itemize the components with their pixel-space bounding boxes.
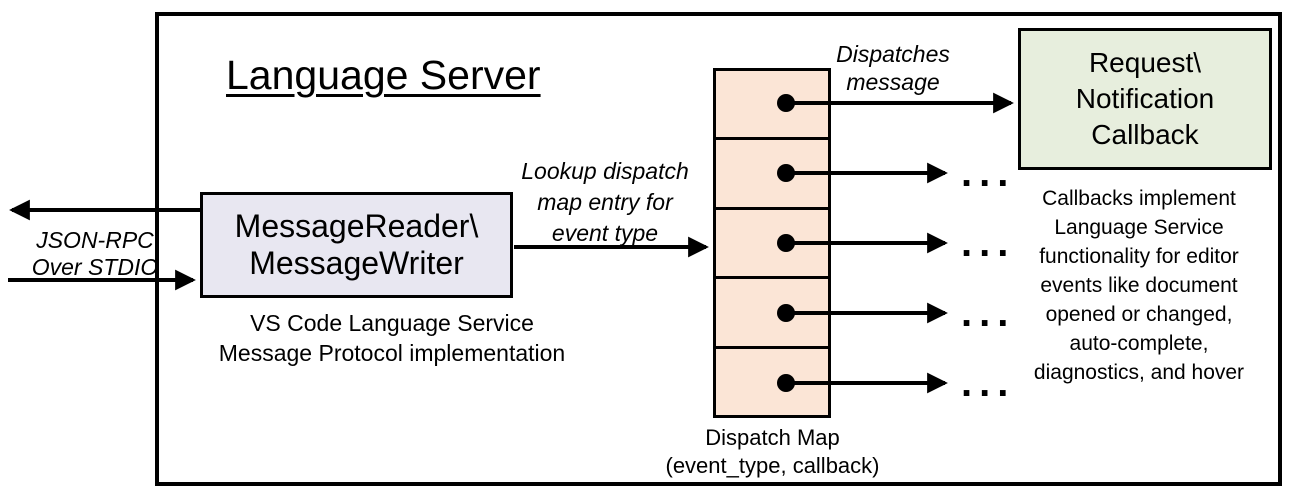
diagram-title: Language Server [226,52,541,98]
lookup-dispatch-label: Lookup dispatch map entry for event type [521,158,689,246]
request-notification-callback-box: Request\ Notification Callback [1018,28,1272,170]
dispatch-map-cell [716,279,828,349]
dispatch-map-cell [716,349,828,415]
dispatch-map-caption: Dispatch Map (event_type, callback) [665,425,880,478]
ellipsis-row-4: ... [961,291,1016,335]
json-rpc-stdio-label: JSON-RPC Over STDIO [31,227,159,280]
dispatches-message-label: Dispatches message [836,41,950,95]
reader-box-caption: VS Code Language Service Message Protoco… [218,310,566,366]
ellipsis-row-2: ... [961,151,1016,195]
dispatch-map-cell [716,140,828,210]
dispatch-map-cell [716,210,828,280]
callbacks-note: Callbacks implement Language Service fun… [1033,187,1245,384]
dispatch-map-cell [716,71,828,141]
ellipsis-row-3: ... [961,221,1016,265]
ellipsis-row-5: ... [961,361,1016,405]
dispatch-map [713,68,831,418]
message-reader-writer-box: MessageReader\ MessageWriter [200,192,513,298]
